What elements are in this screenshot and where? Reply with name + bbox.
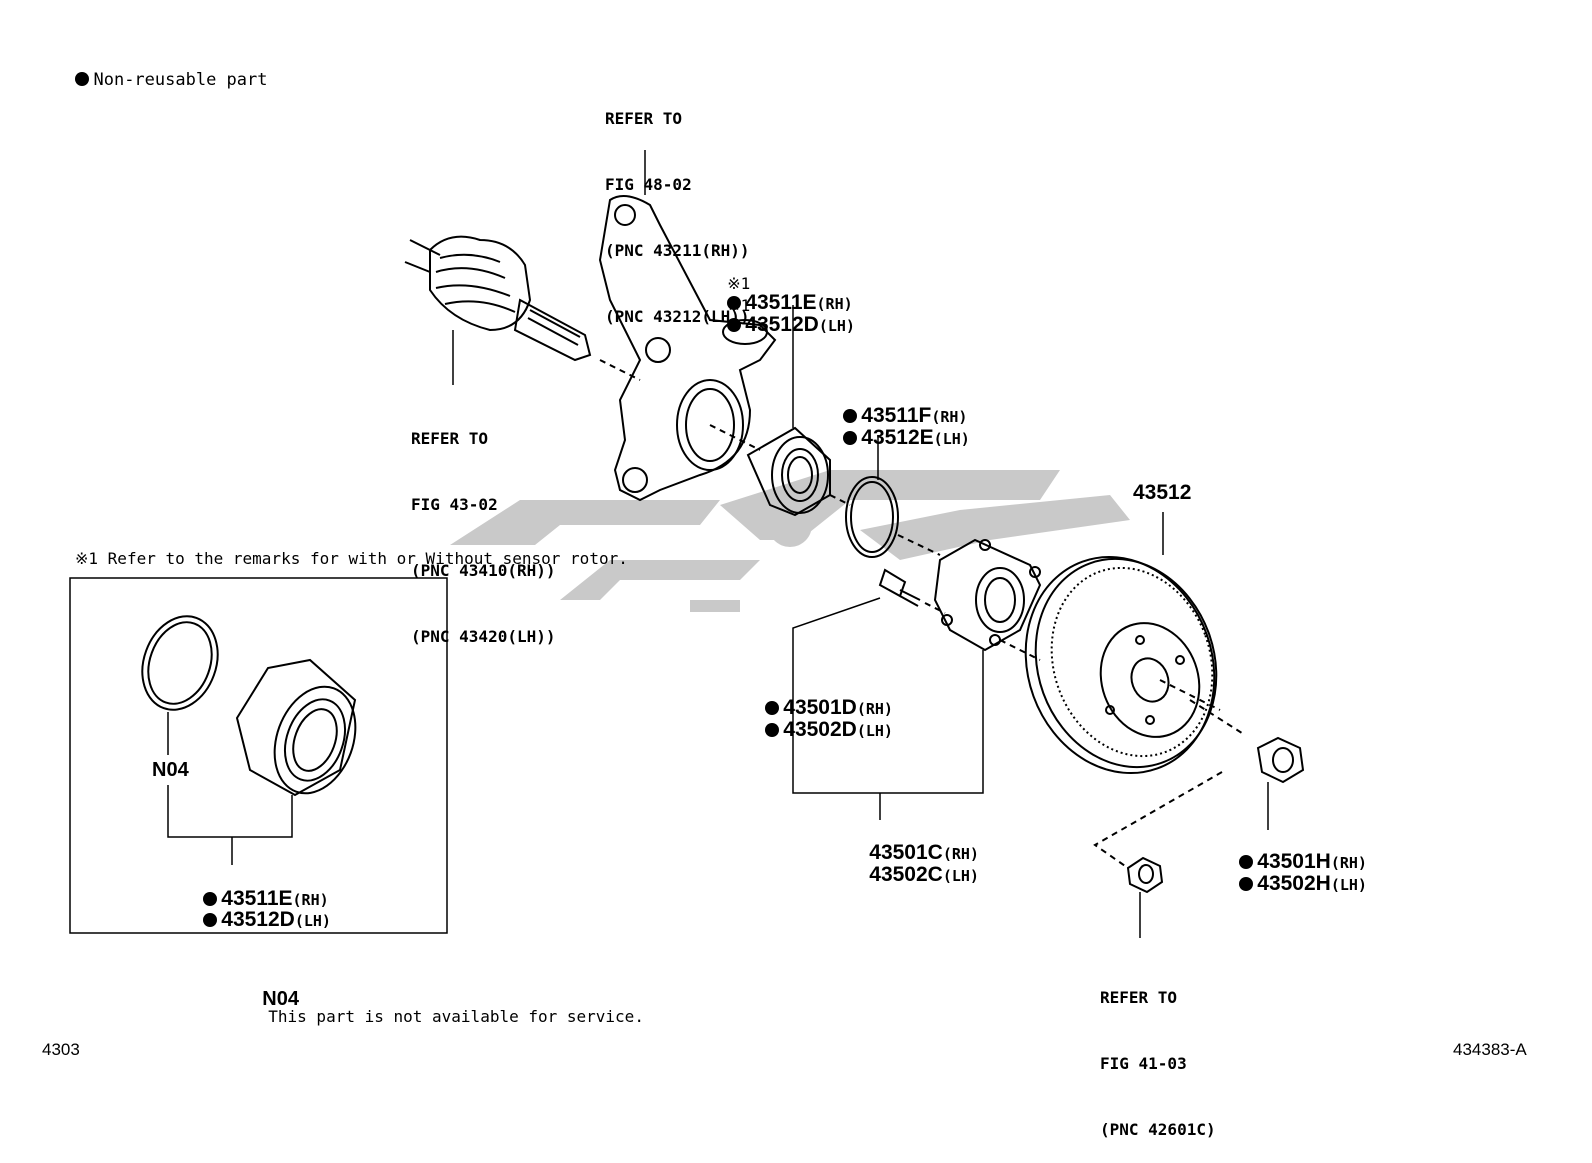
figure-number: 4303 [42,1040,80,1059]
ref-line: (PNC 43420(LH)) [411,627,556,646]
brake-disc [1024,555,1246,775]
axle-hub [933,538,1042,661]
wheel-nut [1093,771,1223,894]
non-reusable-dot-icon [203,892,218,906]
hub-bolt [878,568,946,614]
part-label-bearing-lh: ※1 43512D(LH) [708,282,855,335]
ref-line: (PNC 43211(RH)) [605,241,750,260]
part-number: 43502D [783,718,857,741]
remark-mark: ※1 [727,296,751,315]
part-label-snapring-rh: 43511F(RH) [824,389,967,426]
non-reusable-dot-icon [843,431,858,445]
non-reusable-dot-icon [727,318,742,332]
parts-diagram [69,150,1305,938]
hub-nut [1256,736,1305,784]
service-note: N04 This part is not available for servi… [243,973,644,1025]
part-number: 43511E [745,291,817,314]
non-reusable-dot-icon [843,409,858,423]
note-text: This part is not available for service. [268,1007,644,1026]
part-number: 43512D [745,313,819,336]
part-side: (RH) [856,700,893,718]
inset-code-label: N04 [152,759,189,781]
part-number: 43512E [861,426,934,449]
inset-part-label-lh: 43512D(LH) [184,893,331,930]
part-number: 43511E [221,887,293,910]
ref-fig-41-03: REFER TO FIG 41-03 (PNC 42601C) [1100,943,1216,1163]
part-side: (RH) [942,845,979,863]
sensor-rotor-remark: ※1 Refer to the remarks for with or With… [75,549,628,568]
inset-part-label-rh: 43511E(RH) [184,872,329,909]
part-number: 43501D [783,696,857,719]
drive-shaft [404,235,641,381]
non-reusable-dot-icon [1239,877,1254,891]
note-code: N04 [262,988,299,1010]
inset-ring [141,615,219,711]
remark-mark: ※1 [727,274,751,293]
part-side: (RH) [931,408,968,426]
inset-leaders [167,712,293,865]
legend-text: Non-reusable part [93,70,268,90]
ref-line: (PNC 42601C) [1100,1120,1216,1139]
part-side: (LH) [294,912,331,930]
non-reusable-dot-icon [765,701,780,715]
non-reusable-dot-icon [1239,855,1254,869]
watermark-logo [450,470,1130,612]
non-reusable-dot-icon [203,913,218,927]
part-label-hub-lh: 43502C(LH) [850,848,979,885]
part-number: 43501H [1257,850,1331,873]
part-side: (LH) [856,722,893,740]
non-reusable-dot-icon [75,72,90,86]
part-label-bearing-rh: ※1 43511E(RH) [708,260,853,313]
part-side: (LH) [933,430,970,448]
ref-line: FIG 41-03 [1100,1054,1187,1073]
part-number: 43512D [221,908,295,931]
steering-knuckle [598,195,777,502]
ref-line: (PNC 43410(RH)) [411,561,556,580]
part-label-snapring-lh: 43512E(LH) [824,411,970,448]
part-label-nut-rh: 43501H(RH) [1220,835,1367,872]
part-number: 43502C [869,863,943,886]
non-reusable-dot-icon [727,296,742,310]
legend: Non-reusable part [55,55,267,89]
part-side: (RH) [292,891,329,909]
part-side: (RH) [1330,854,1367,872]
part-label-bolt-lh: 43502D(LH) [746,703,893,740]
part-side: (LH) [818,317,855,335]
illustration-id: 434383-A [1453,1040,1527,1059]
part-number: 43501C [869,841,943,864]
part-label-nut-lh: 43502H(LH) [1220,857,1367,894]
ref-line: REFER TO [1100,988,1178,1007]
ref-fig-43-02: REFER TO FIG 43-02 (PNC 43410(RH)) (PNC … [411,384,556,670]
ref-fig-48-02: REFER TO FIG 48-02 (PNC 43211(RH)) (PNC … [605,64,750,350]
part-side: (RH) [816,295,853,313]
leader-lines [452,150,1269,938]
ref-line: FIG 43-02 [411,495,498,514]
part-label-hub-rh: 43501C(RH) [850,826,979,863]
inset-frame [69,577,448,934]
part-label-bolt-rh: 43501D(RH) [746,681,893,718]
ref-line: FIG 48-02 [605,175,692,194]
snap-ring [829,476,941,558]
part-number: 43502H [1257,872,1331,895]
non-reusable-dot-icon [765,723,780,737]
part-side: (LH) [942,867,979,885]
ref-line: REFER TO [411,429,489,448]
inset-bearing [235,658,357,797]
part-side: (LH) [1330,876,1367,894]
ref-line: REFER TO [605,109,683,128]
ref-line: (PNC 43212(LH)) [605,307,750,326]
part-label-disc: 43512 [1133,481,1192,504]
part-number: 43511F [861,404,932,427]
